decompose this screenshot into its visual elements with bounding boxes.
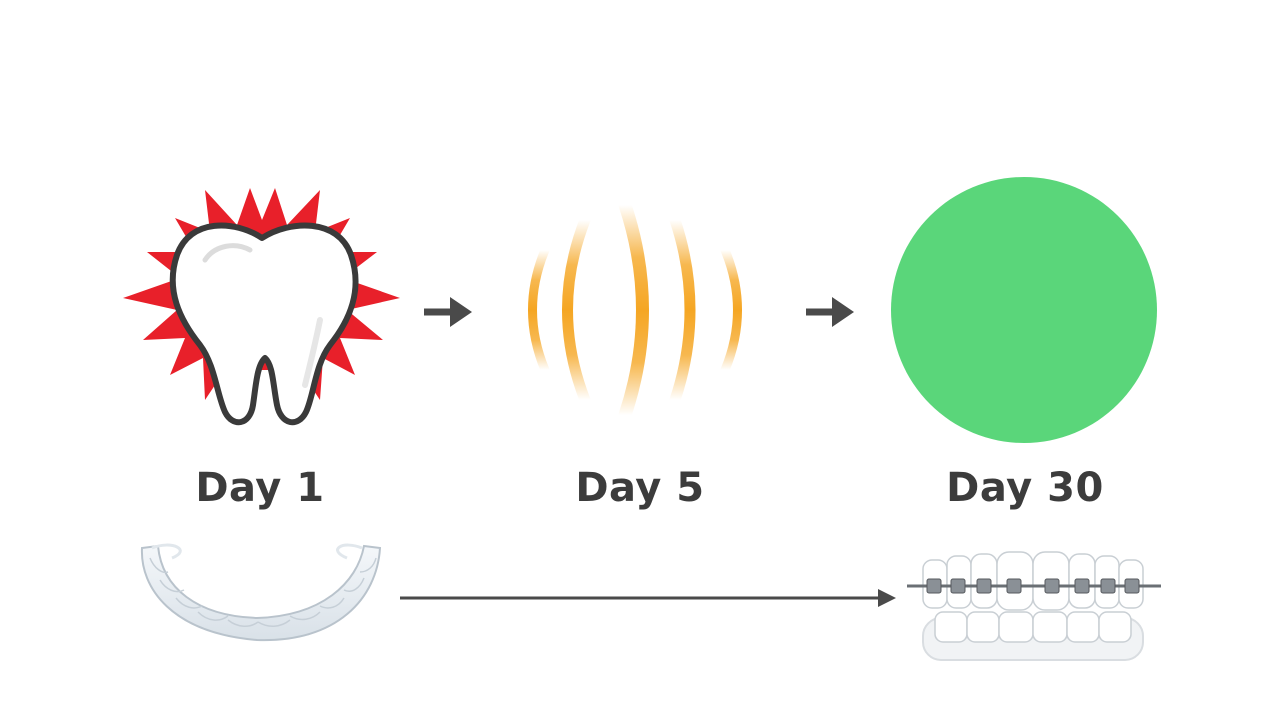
stage-label-day30: Day 30: [946, 465, 1104, 511]
arrow-right-icon: [806, 297, 854, 327]
green-circle-icon: [891, 177, 1157, 443]
clear-aligner-icon: [140, 543, 382, 642]
sensitivity-waves-icon: [528, 198, 742, 422]
stage-label-day5: Day 5: [575, 465, 705, 511]
braces-teeth-icon: [907, 551, 1161, 661]
arrow-right-icon: [424, 297, 472, 327]
tooth-pain-icon: [123, 188, 400, 426]
long-arrow-right-icon: [400, 589, 896, 607]
stage-label-day1: Day 1: [195, 465, 325, 511]
